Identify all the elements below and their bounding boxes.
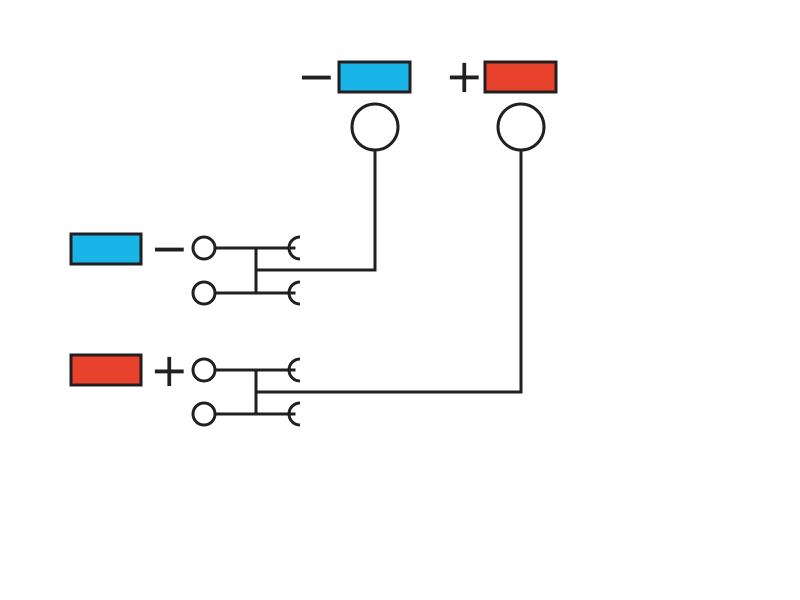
top-positive-sign: + [445,49,484,103]
left-negative-sign: − [150,221,189,275]
left-negative-upper-terminal [191,235,217,261]
top-positive-terminal-circle [496,102,546,152]
left-negative-lower-terminal [191,280,217,306]
left-positive-lower-contact [287,401,301,427]
positive-bus-wire [254,148,523,394]
left-positive-upper-contact [287,357,301,383]
left-negative-group: − [69,221,301,306]
top-negative-sign: − [297,49,336,103]
top-positive-color-marker [483,60,558,94]
left-positive-lower-terminal [191,401,217,427]
top-negative-terminal: − [297,49,412,152]
left-positive-group: + [69,343,301,427]
top-positive-terminal: + [445,49,558,152]
top-negative-color-marker [337,60,412,94]
left-positive-color-marker [69,353,143,387]
left-positive-sign: + [150,343,189,397]
left-negative-lower-contact [287,280,301,306]
left-negative-color-marker [69,232,143,266]
top-negative-terminal-circle [350,102,400,152]
left-negative-upper-contact [287,235,301,261]
negative-bus-wire [254,148,377,272]
left-positive-upper-terminal [191,357,217,383]
